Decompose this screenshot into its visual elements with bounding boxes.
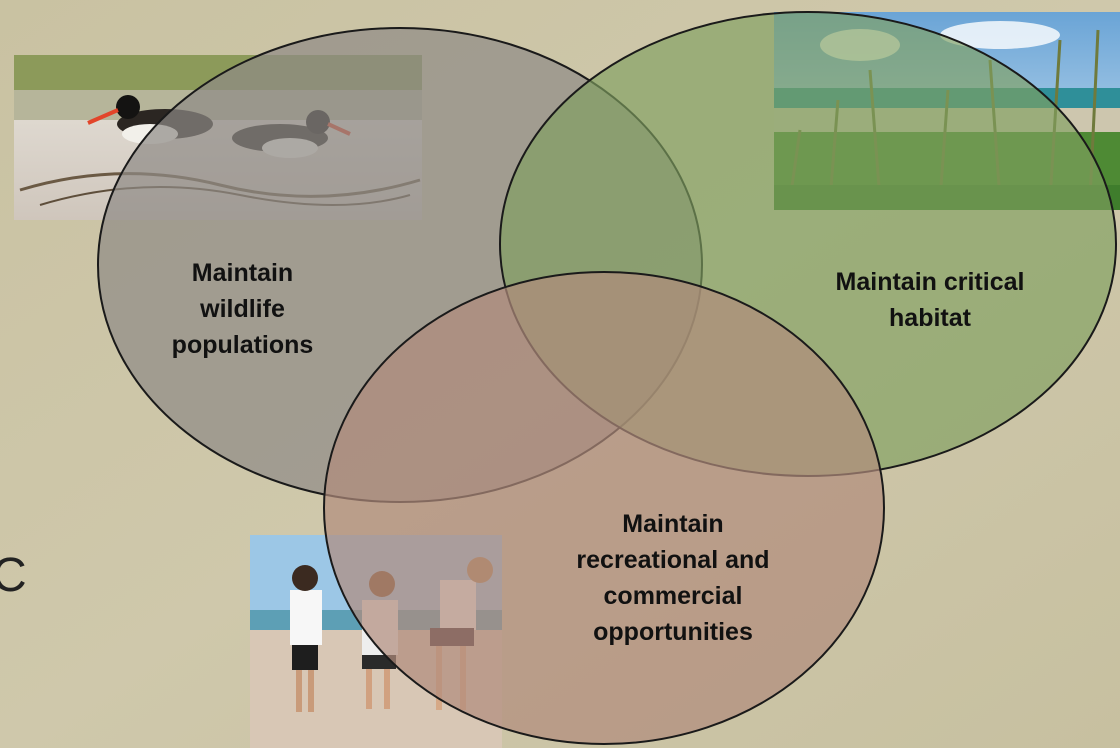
habitat-label: Maintain critical habitat: [780, 264, 1080, 336]
recreation-label-line4: opportunities: [593, 618, 753, 646]
recreation-label: Maintain recreational and commercial opp…: [518, 506, 828, 650]
circle-recreation: [323, 271, 885, 745]
wildlife-label: Maintain wildlife populations: [130, 255, 355, 363]
wildlife-label-line1: Maintain: [191, 259, 294, 287]
recreation-label-line3: commercial: [603, 582, 743, 610]
habitat-label-line2: habitat: [889, 304, 971, 332]
partial-text-c: C: [0, 549, 27, 602]
recreation-label-line2: recreational and: [576, 546, 770, 574]
wildlife-label-line3: populations: [171, 331, 314, 359]
recreation-label-line1: Maintain: [622, 510, 724, 538]
wildlife-label-line2: wildlife: [200, 295, 285, 323]
habitat-label-line1: Maintain critical: [835, 268, 1025, 296]
